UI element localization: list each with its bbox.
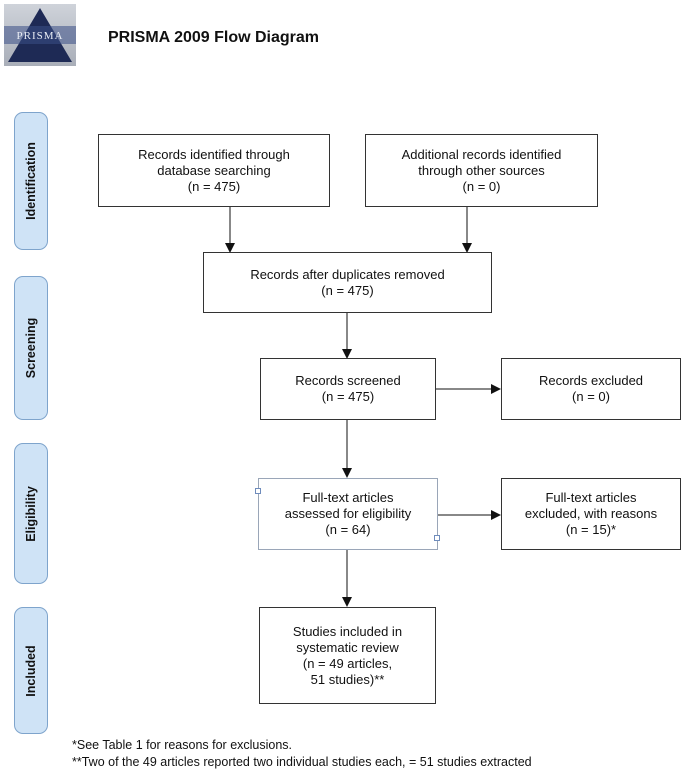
database-search-text: Records identified through database sear… bbox=[138, 146, 290, 194]
phase-eligibility-label: Eligibility bbox=[24, 485, 38, 542]
logo-triangle-icon bbox=[4, 8, 76, 62]
footnote-exclusions: *See Table 1 for reasons for exclusions. bbox=[72, 738, 293, 752]
included-studies-text: Studies included in systematic review (n… bbox=[292, 623, 403, 687]
phase-identification: Identification bbox=[14, 112, 48, 250]
phase-included-label: Included bbox=[24, 644, 38, 697]
logo-wordmark: PRISMA bbox=[16, 30, 64, 42]
phase-screening-label: Screening bbox=[24, 317, 38, 379]
phase-included: Included bbox=[14, 607, 48, 734]
page-title: PRISMA 2009 Flow Diagram bbox=[108, 29, 320, 46]
box-records-screened: Records screened (n = 475) bbox=[260, 358, 436, 420]
other-sources-text: Additional records identified through ot… bbox=[401, 146, 562, 194]
phase-identification-label: Identification bbox=[24, 142, 38, 220]
box-database-search: Records identified through database sear… bbox=[98, 134, 330, 207]
box-fulltext-excluded: Full-text articles excluded, with reason… bbox=[501, 478, 681, 550]
phase-screening: Screening bbox=[14, 276, 48, 420]
footnote-studies: **Two of the 49 articles reported two in… bbox=[72, 755, 532, 769]
resize-handle-top-left[interactable] bbox=[255, 488, 261, 494]
prisma-logo: PRISMA bbox=[4, 4, 76, 66]
fulltext-excluded-text: Full-text articles excluded, with reason… bbox=[524, 490, 658, 537]
box-records-excluded: Records excluded (n = 0) bbox=[501, 358, 681, 420]
fulltext-assessed-text: Full-text articles assessed for eligibil… bbox=[284, 490, 412, 537]
box-other-sources: Additional records identified through ot… bbox=[365, 134, 598, 207]
resize-handle-bottom-right[interactable] bbox=[434, 535, 440, 541]
box-after-duplicates: Records after duplicates removed (n = 47… bbox=[203, 252, 492, 313]
after-duplicates-text: Records after duplicates removed (n = 47… bbox=[250, 266, 445, 298]
records-excluded-text: Records excluded (n = 0) bbox=[538, 373, 644, 404]
box-fulltext-assessed[interactable]: Full-text articles assessed for eligibil… bbox=[258, 478, 438, 550]
box-included-studies: Studies included in systematic review (n… bbox=[259, 607, 436, 704]
records-screened-text: Records screened (n = 475) bbox=[295, 373, 401, 404]
phase-eligibility: Eligibility bbox=[14, 443, 48, 584]
